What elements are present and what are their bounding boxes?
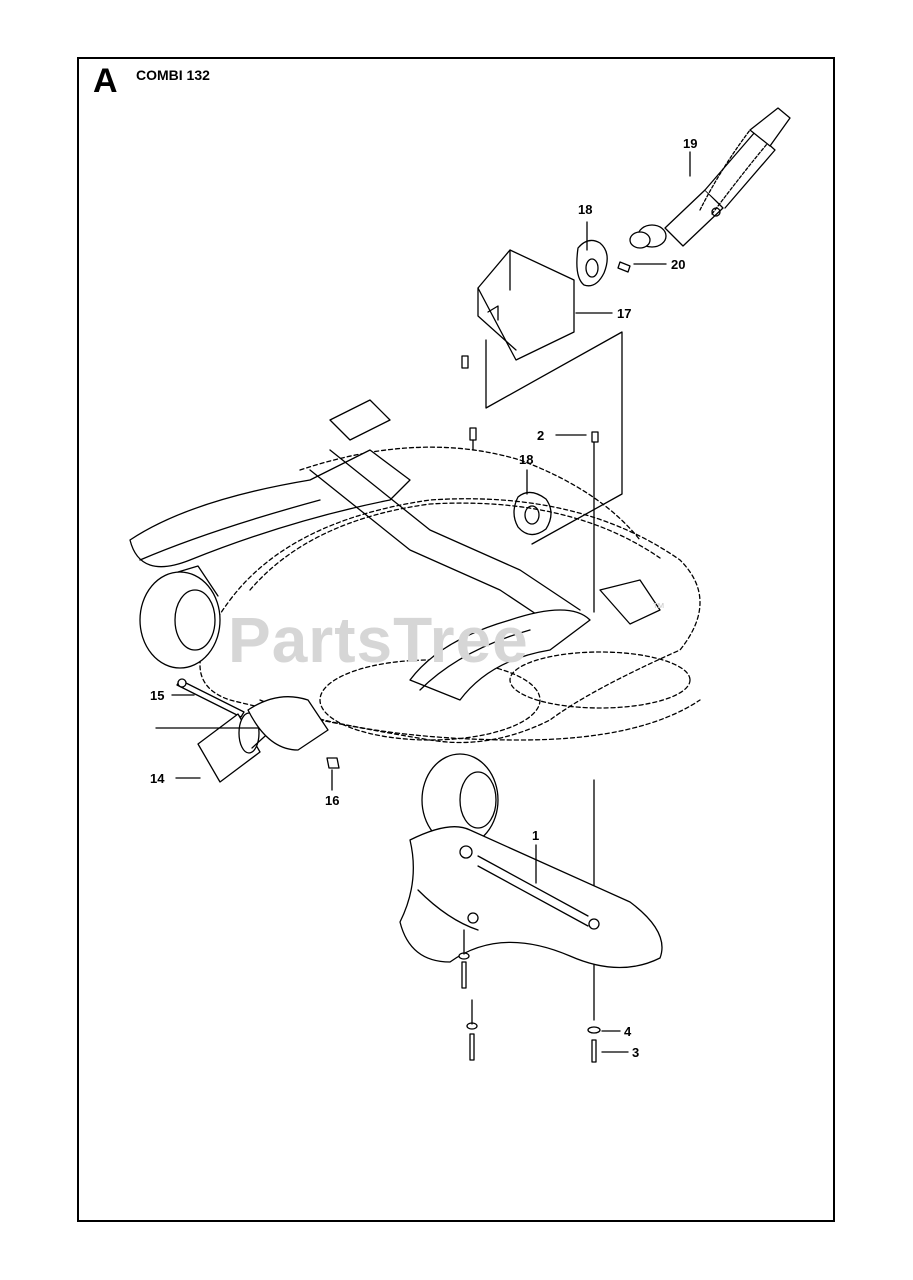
model-title: COMBI 132 — [136, 67, 210, 83]
callout-18-lower: 18 — [519, 452, 534, 467]
callout-15: 15 — [150, 688, 165, 703]
drive-shaft-part-19 — [629, 107, 791, 249]
section-letter: A — [93, 62, 118, 100]
bolt-part-20 — [617, 261, 631, 273]
callout-19: 19 — [683, 136, 698, 151]
callout-14: 14 — [150, 771, 165, 786]
guard-box-part-17 — [477, 249, 575, 361]
roller-part-14 — [197, 712, 261, 783]
skid-plate-part-1 — [399, 826, 663, 969]
flange-plate-part-18-upper — [576, 239, 608, 287]
gauge-wheel-right — [421, 753, 499, 847]
gauge-wheel-left — [139, 565, 221, 669]
callout-2: 2 — [537, 428, 545, 443]
flange-plate-part-18-lower — [513, 491, 552, 536]
callout-4: 4 — [624, 1024, 632, 1039]
pin-part-15 — [176, 678, 245, 718]
callout-18-upper: 18 — [578, 202, 593, 217]
lift-frame — [129, 399, 661, 701]
callout-17: 17 — [617, 306, 632, 321]
nut-part-16 — [326, 757, 340, 769]
callout-1: 1 — [532, 828, 540, 843]
small-bolts — [461, 355, 599, 451]
diagram-frame — [77, 57, 835, 1222]
callout-20: 20 — [671, 257, 686, 272]
bottom-fasteners — [458, 929, 601, 1063]
watermark-text: PartsTree — [228, 604, 529, 676]
callout-16: 16 — [325, 793, 340, 808]
callout-3: 3 — [632, 1045, 640, 1060]
watermark-trademark: ™ — [652, 600, 665, 615]
